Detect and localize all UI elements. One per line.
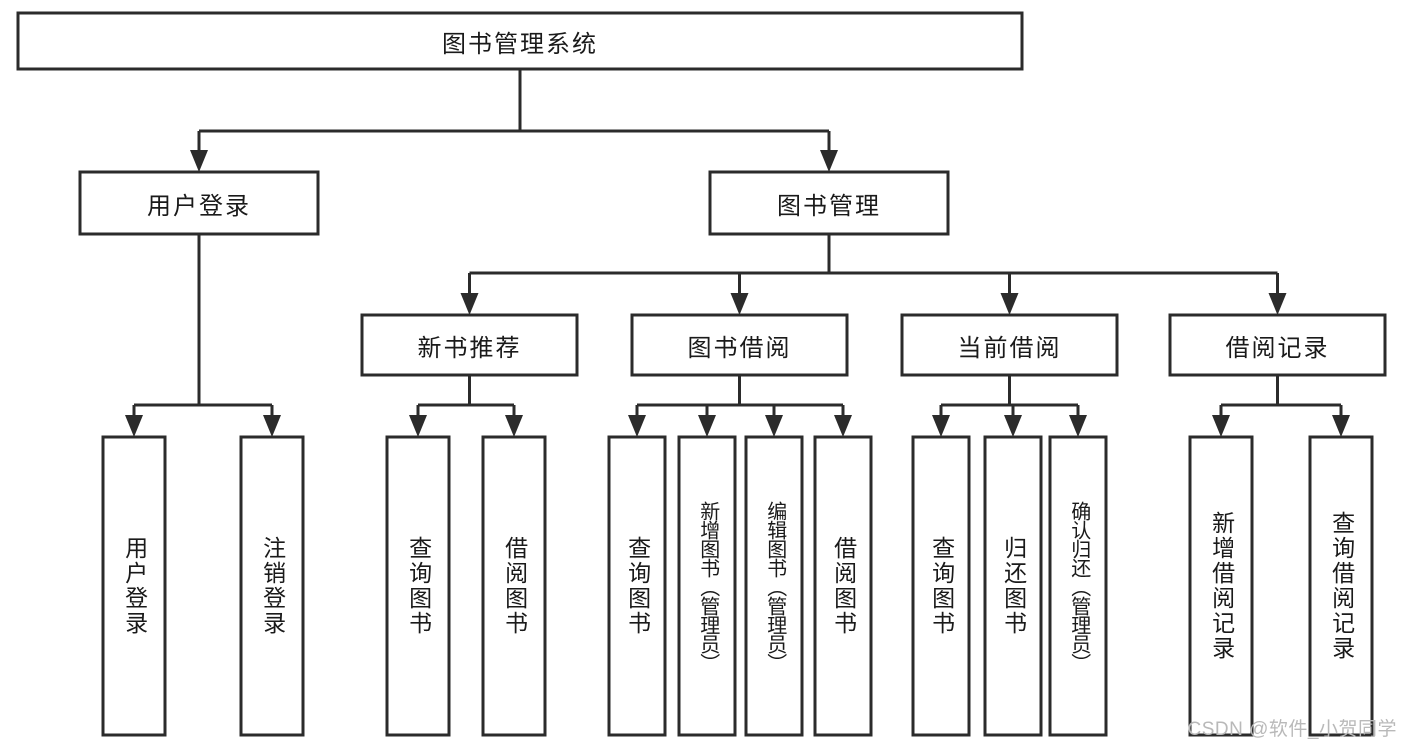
arrow-head-icon bbox=[1000, 293, 1019, 315]
arrow-head-icon bbox=[765, 415, 783, 437]
arrow-head-icon bbox=[409, 415, 427, 437]
leaf-node-box bbox=[481, 435, 547, 737]
arrow-head-icon bbox=[932, 415, 950, 437]
leaf-node-box bbox=[813, 435, 873, 737]
arrow-head-icon bbox=[460, 293, 479, 315]
leaf-node-box bbox=[1308, 435, 1374, 737]
arrow-head-icon bbox=[505, 415, 523, 437]
arrow-head-icon bbox=[1069, 415, 1087, 437]
level2-node-box bbox=[78, 170, 320, 236]
arrow-head-icon bbox=[834, 415, 852, 437]
leaf-node-box bbox=[677, 435, 737, 737]
leaf-node-box bbox=[607, 435, 667, 737]
leaf-node-box bbox=[101, 435, 167, 737]
root-node-box bbox=[16, 11, 1024, 71]
arrow-head-icon bbox=[1212, 415, 1230, 437]
arrow-head-icon bbox=[820, 150, 838, 172]
node-boxes bbox=[16, 11, 1387, 737]
arrow-head-icon bbox=[1268, 293, 1287, 315]
leaf-node-box bbox=[239, 435, 305, 737]
leaf-node-box bbox=[1048, 435, 1108, 737]
arrow-head-icon bbox=[698, 415, 716, 437]
arrow-head-icon bbox=[730, 293, 749, 315]
leaf-node-box bbox=[911, 435, 971, 737]
connector-lines bbox=[125, 69, 1350, 437]
arrow-head-icon bbox=[263, 415, 281, 437]
arrow-head-icon bbox=[190, 150, 208, 172]
leaf-node-box bbox=[385, 435, 451, 737]
arrow-head-icon bbox=[1332, 415, 1350, 437]
arrow-head-icon bbox=[125, 415, 143, 437]
arrow-head-icon bbox=[1004, 415, 1022, 437]
level3-node-box bbox=[900, 313, 1119, 377]
level3-node-box bbox=[360, 313, 579, 377]
level2-node-box bbox=[708, 170, 950, 236]
level3-node-box bbox=[630, 313, 849, 377]
arrow-head-icon bbox=[628, 415, 646, 437]
leaf-node-box bbox=[1188, 435, 1254, 737]
leaf-node-box bbox=[983, 435, 1043, 737]
level3-node-box bbox=[1168, 313, 1387, 377]
watermark-text: CSDN @软件_小贺同学 bbox=[1187, 719, 1397, 740]
leaf-node-box bbox=[744, 435, 804, 737]
